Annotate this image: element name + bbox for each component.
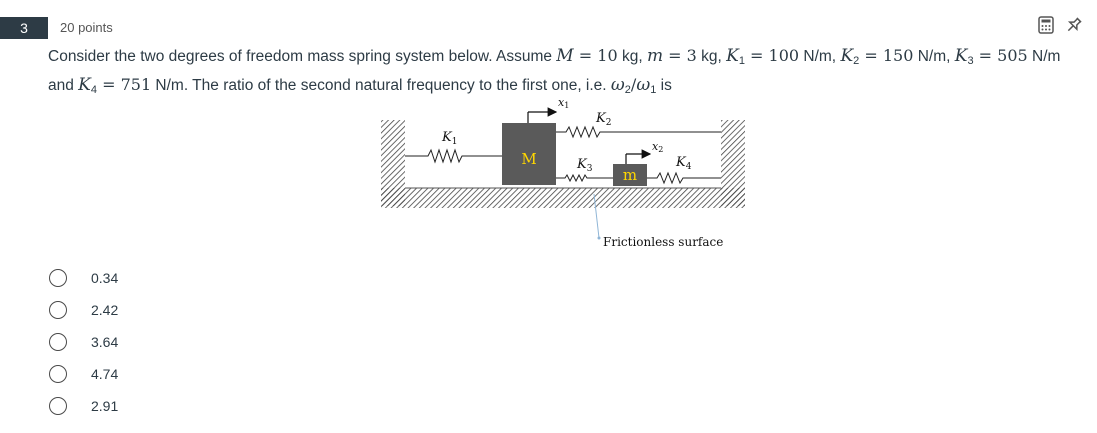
answer-option[interactable]: 4.74 [48, 358, 118, 390]
k3-label: K3 [576, 157, 593, 174]
answer-option[interactable]: 2.91 [48, 390, 118, 422]
x1-label: x1 [558, 96, 569, 110]
mass-spring-diagram: M m x1 x2 K1 K2 K3 K4 Frictionless surfa… [381, 96, 745, 249]
mass-M-label: M [521, 150, 536, 168]
answer-option[interactable]: 3.64 [48, 326, 118, 358]
spring-k3 [556, 173, 613, 183]
radio-button[interactable] [49, 365, 67, 383]
mass-M-block [502, 123, 556, 185]
mass-m-label: m [623, 166, 637, 184]
calculator-button[interactable] [1036, 15, 1056, 35]
question-text: Consider the two degrees of freedom mass… [48, 46, 1061, 96]
mass-m-block [613, 164, 647, 186]
question-number: 3 [0, 17, 48, 39]
calculator-icon [1038, 16, 1054, 34]
radio-button[interactable] [49, 269, 67, 287]
k1-label: K1 [441, 130, 457, 147]
answer-label: 2.42 [91, 302, 119, 318]
radio-button[interactable] [49, 333, 67, 351]
spring-k4 [647, 171, 721, 185]
k2-label: K2 [595, 111, 611, 128]
radio-button[interactable] [49, 397, 67, 415]
answer-label: 2.91 [91, 398, 119, 414]
answer-label: 0.34 [91, 270, 119, 286]
spring-k2 [556, 125, 721, 139]
answer-option[interactable]: 2.42 [48, 294, 118, 326]
x2-label: x2 [652, 140, 663, 154]
radio-button[interactable] [49, 301, 67, 319]
answer-option[interactable]: 0.34 [48, 262, 118, 294]
spring-k1 [405, 148, 502, 164]
question-tools [1036, 15, 1084, 35]
surface-pointer [593, 193, 600, 239]
answer-label: 4.74 [91, 366, 119, 382]
pin-button[interactable] [1064, 15, 1084, 35]
k4-label: K4 [675, 155, 692, 172]
question-points: 20 points [60, 20, 113, 35]
answer-list: 0.34 2.42 3.64 4.74 2.91 [48, 262, 118, 422]
answer-label: 3.64 [91, 334, 119, 350]
surface-label: Frictionless surface [603, 235, 723, 249]
pin-icon [1067, 17, 1082, 32]
floor [381, 188, 745, 208]
